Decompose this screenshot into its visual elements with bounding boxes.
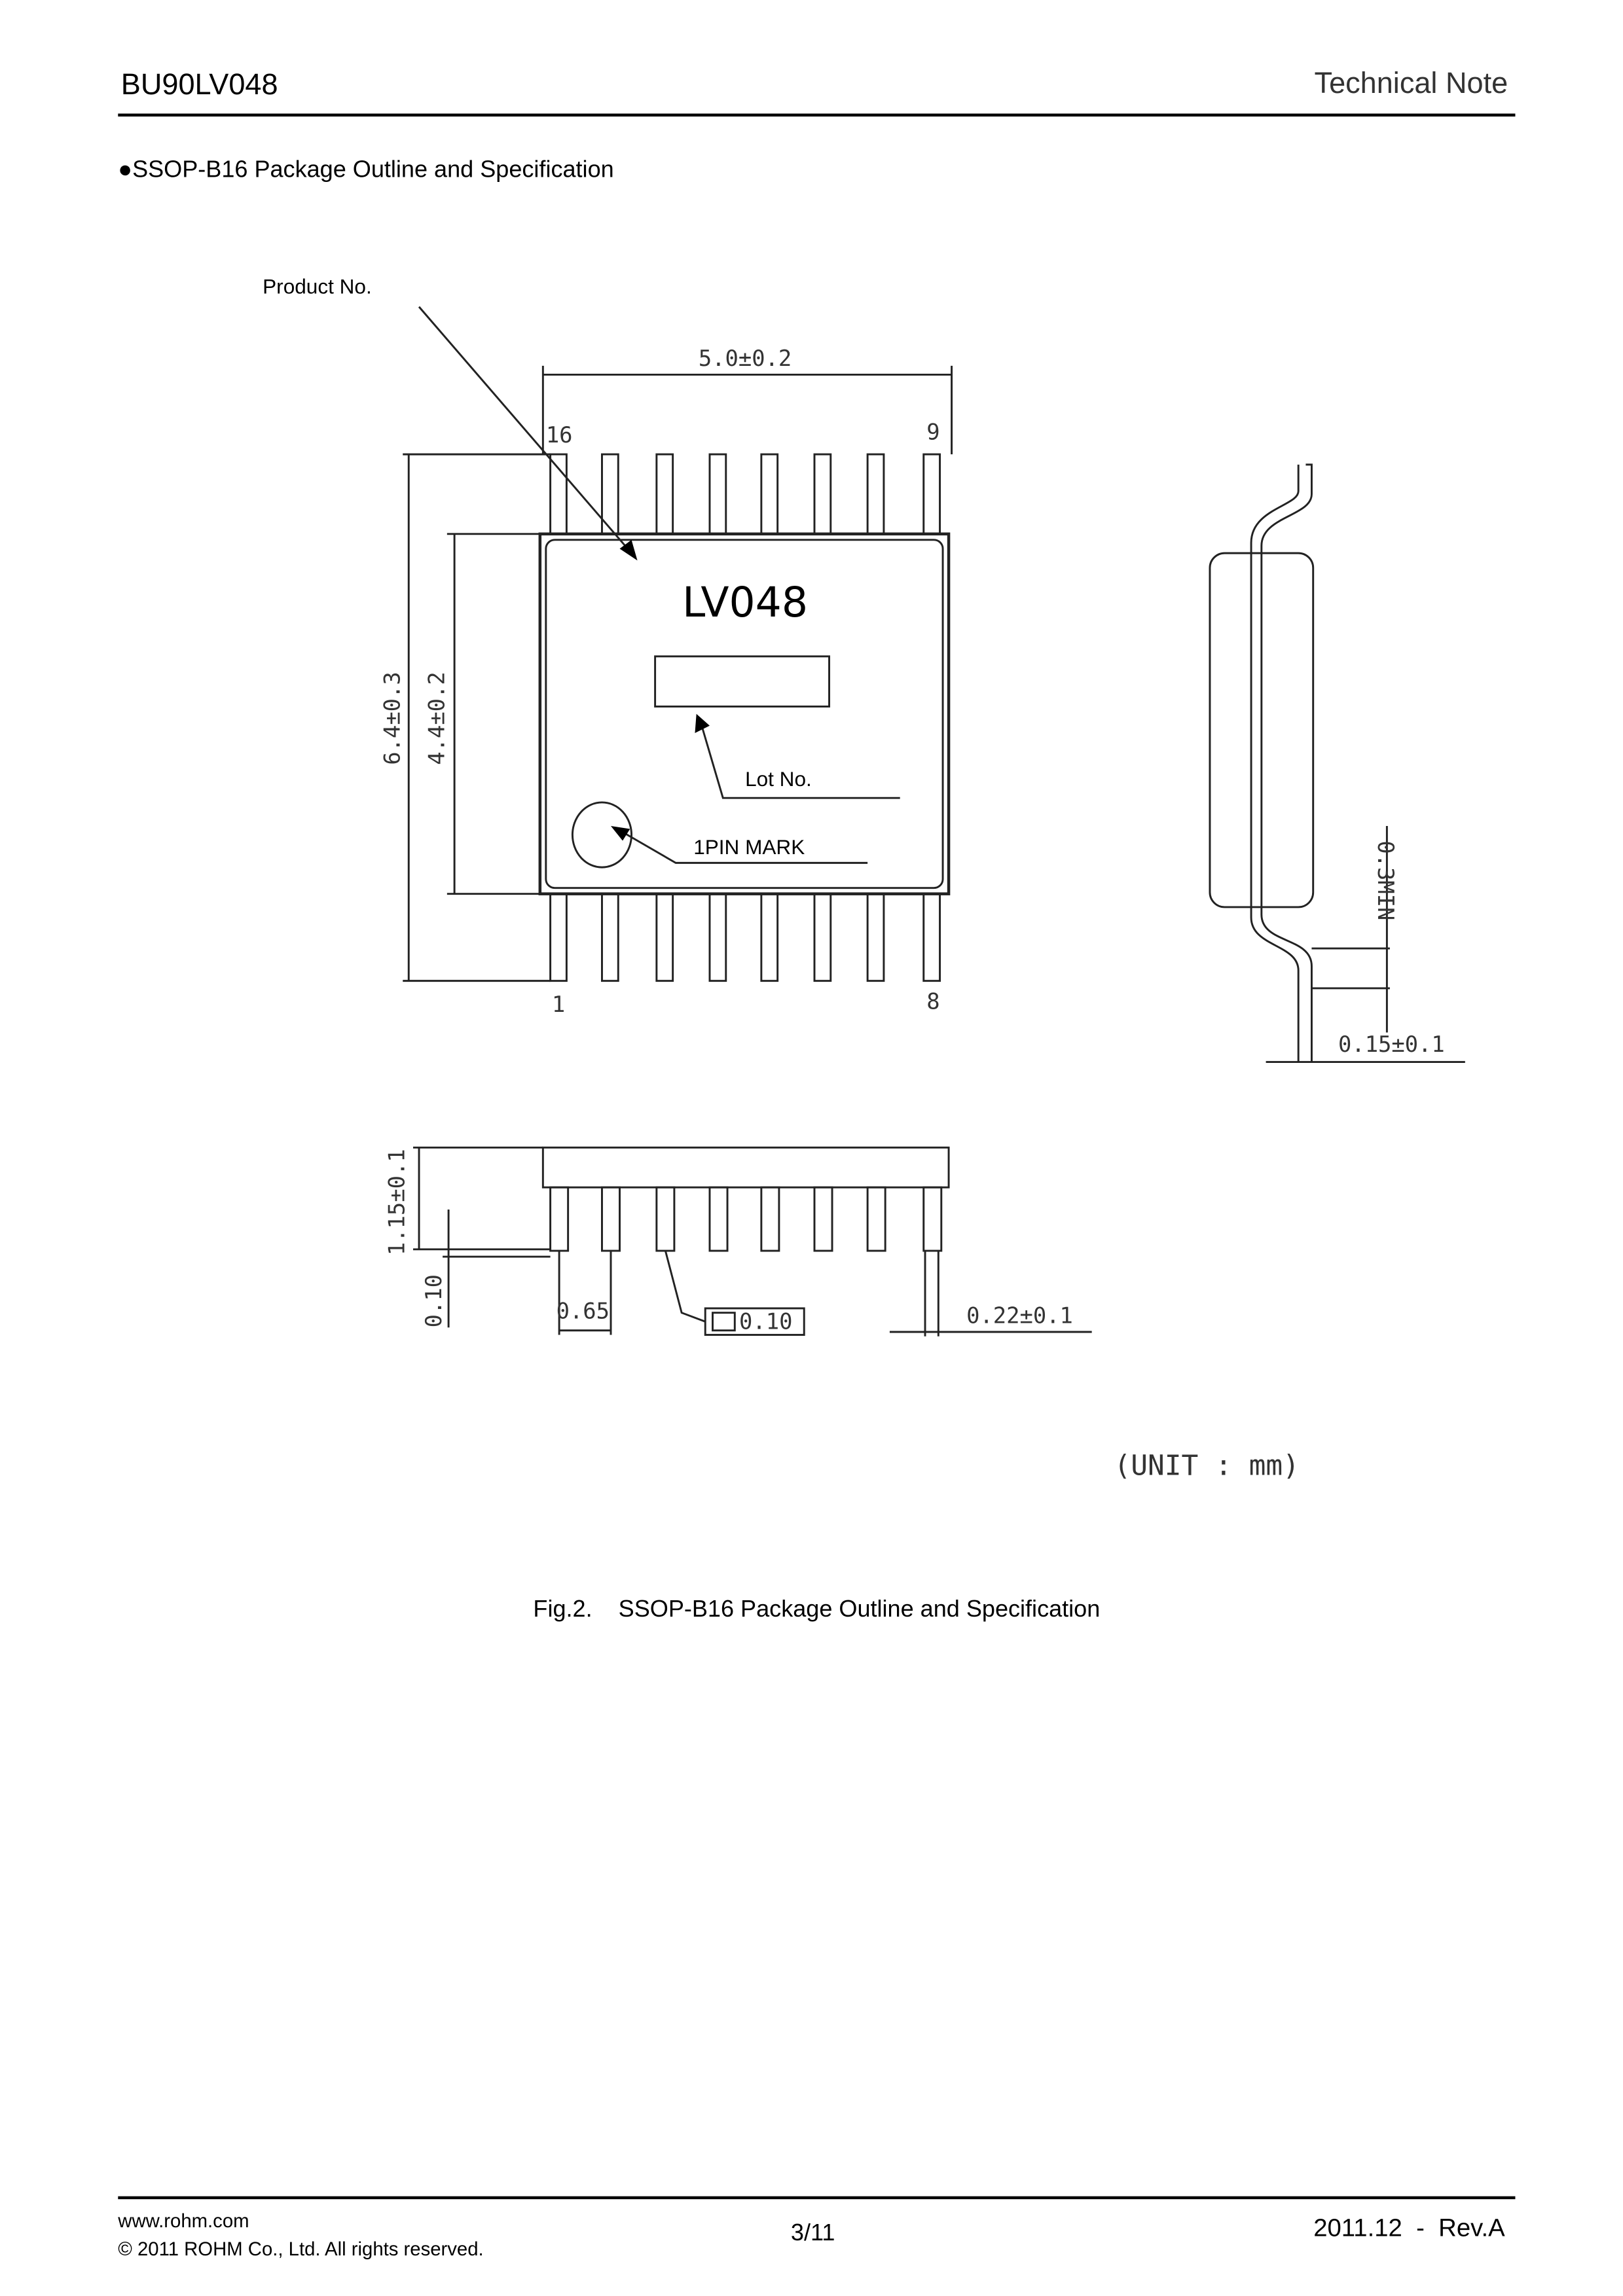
marking-text: LV048 bbox=[682, 578, 808, 626]
doc-type: Technical Note bbox=[1314, 67, 1508, 101]
page-number: 3/11 bbox=[790, 2221, 835, 2247]
pin-label-1: 1 bbox=[552, 992, 565, 1017]
dim-lead-thickness: 0.15±0.1 bbox=[1338, 1031, 1445, 1057]
pin-label-16: 16 bbox=[546, 422, 573, 448]
product-no-label: Product No. bbox=[263, 274, 372, 298]
dim-body-length: 4.4±0.2 bbox=[424, 672, 449, 764]
figure-caption: Fig.2. SSOP-B16 Package Outline and Spec… bbox=[533, 1597, 1101, 1623]
front-body bbox=[541, 1146, 950, 1189]
dim-total-length: 6.4±0.3 bbox=[380, 672, 405, 764]
arrow-product bbox=[619, 539, 638, 561]
top-pins bbox=[549, 453, 941, 535]
lot-box bbox=[654, 655, 830, 708]
bottom-pins bbox=[549, 893, 941, 982]
package-body bbox=[538, 532, 951, 895]
dim-height: 1.15±0.1 bbox=[384, 1149, 409, 1255]
footer-url: www.rohm.com bbox=[118, 2209, 249, 2232]
dim-lead-min: 0.3MIN bbox=[1373, 840, 1398, 920]
lot-no-label: Lot No. bbox=[745, 767, 812, 791]
header-rule bbox=[118, 113, 1516, 116]
unit-note: (UNIT : mm) bbox=[1114, 1450, 1299, 1482]
dim-lead-width: 0.22±0.1 bbox=[966, 1302, 1073, 1328]
revision: 2011.12 - Rev.A bbox=[1313, 2214, 1505, 2242]
dim-coplanarity: 0.10 bbox=[739, 1308, 792, 1334]
dim-width: 5.0±0.2 bbox=[699, 346, 792, 371]
pin-label-9: 9 bbox=[926, 420, 939, 445]
pin-label-8: 8 bbox=[926, 988, 939, 1014]
arrow-lot bbox=[695, 713, 710, 734]
arrow-pin1 bbox=[610, 826, 630, 841]
pin1-mark bbox=[571, 801, 633, 869]
doc-id: BU90LV048 bbox=[120, 69, 278, 102]
pin1-mark-label: 1PIN MARK bbox=[693, 835, 805, 859]
footer-copyright: © 2011 ROHM Co., Ltd. All rights reserve… bbox=[118, 2237, 484, 2260]
dim-standoff: 0.10 bbox=[421, 1274, 447, 1327]
section-title: ●SSOP-B16 Package Outline and Specificat… bbox=[118, 158, 614, 183]
footer-rule bbox=[118, 2196, 1516, 2198]
dim-pitch: 0.65 bbox=[556, 1299, 610, 1324]
